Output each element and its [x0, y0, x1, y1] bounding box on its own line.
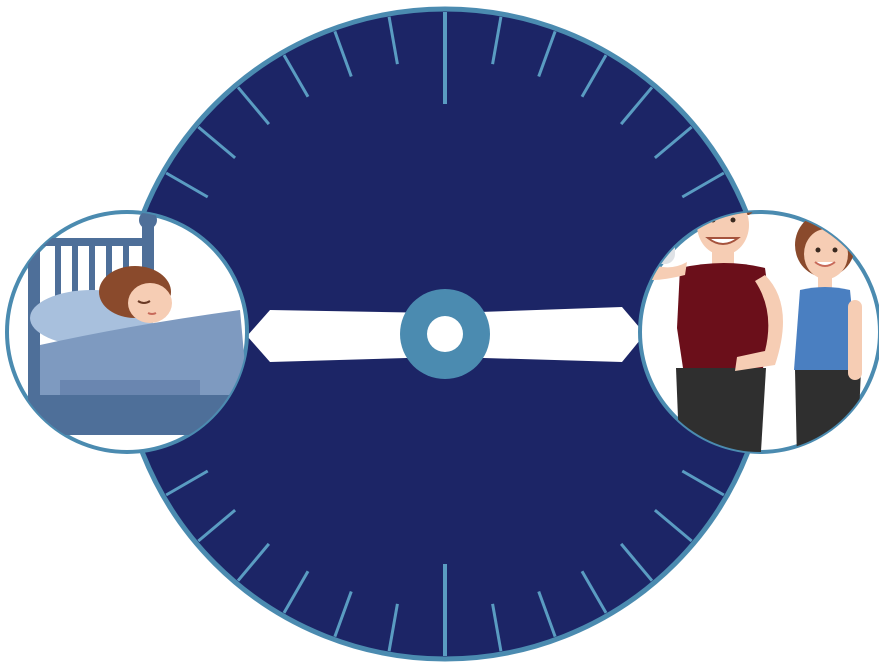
clock-hub-center	[427, 316, 463, 352]
sleeping-woman-icon	[7, 211, 250, 452]
